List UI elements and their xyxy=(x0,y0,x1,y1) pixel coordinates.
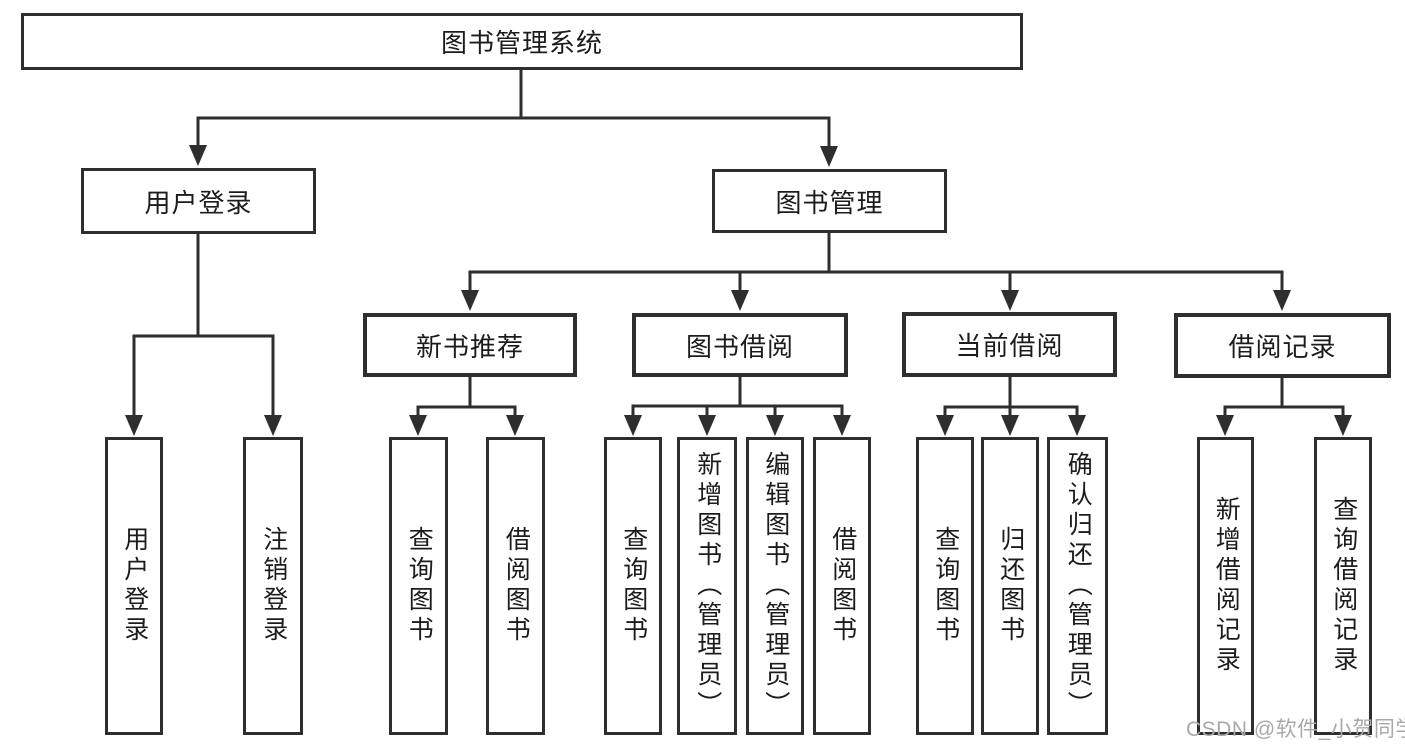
leaf-label: 查询图书 xyxy=(619,526,648,646)
leaf-add-borrow-record: 新增借阅记录 xyxy=(1197,437,1254,735)
node-label: 当前借阅 xyxy=(955,331,1064,361)
node-book-management: 图书管理 xyxy=(712,169,947,233)
node-label: 图书借阅 xyxy=(685,331,794,362)
leaf-label: 新增借阅记录 xyxy=(1212,496,1241,676)
leaf-label: 归还图书 xyxy=(996,526,1025,646)
node-new-book-recommendation: 新书推荐 xyxy=(363,313,577,377)
node-label: 图书管理系统 xyxy=(440,28,603,58)
leaf-label: 查询图书 xyxy=(405,526,434,646)
leaf-user-login: 用户登录 xyxy=(105,437,163,735)
leaf-label: 注销登录 xyxy=(259,526,288,646)
connector-lines xyxy=(132,67,1345,423)
node-current-borrowing: 当前借阅 xyxy=(902,312,1117,377)
leaf-query-books: 查询图书 xyxy=(389,437,448,735)
node-label: 图书管理 xyxy=(775,187,884,218)
leaf-label: 编辑图书（管理员） xyxy=(761,451,790,721)
leaf-borrow-books: 借阅图书 xyxy=(486,437,545,735)
arrowhead-icons xyxy=(125,145,1352,436)
node-library-system: 图书管理系统 xyxy=(21,13,1023,70)
leaf-label: 借阅图书 xyxy=(502,526,531,646)
leaf-logout: 注销登录 xyxy=(243,437,303,735)
leaf-label: 确认归还（管理员） xyxy=(1064,451,1093,721)
leaf-query-books: 查询图书 xyxy=(604,437,662,735)
leaf-add-books-admin: 新增图书（管理员） xyxy=(677,437,737,735)
leaf-query-borrow-record: 查询借阅记录 xyxy=(1314,437,1372,735)
node-label: 借阅记录 xyxy=(1228,332,1337,362)
leaf-borrow-books: 借阅图书 xyxy=(813,437,871,735)
watermark: CSDN @软件_小贺同学 xyxy=(1186,718,1405,741)
node-label: 新书推荐 xyxy=(415,331,524,362)
leaf-return-books: 归还图书 xyxy=(981,437,1039,735)
node-book-borrowing: 图书借阅 xyxy=(632,313,848,377)
leaf-label: 借阅图书 xyxy=(828,526,857,646)
leaf-label: 查询借阅记录 xyxy=(1329,496,1358,676)
leaf-query-books: 查询图书 xyxy=(916,437,974,735)
leaf-edit-books-admin: 编辑图书（管理员） xyxy=(746,437,804,735)
leaf-label: 查询图书 xyxy=(931,526,960,646)
node-borrowing-records: 借阅记录 xyxy=(1174,313,1391,378)
leaf-label: 用户登录 xyxy=(120,526,149,646)
node-user-login: 用户登录 xyxy=(81,168,316,234)
leaf-label: 新增图书（管理员） xyxy=(693,451,722,721)
leaf-confirm-return-admin: 确认归还（管理员） xyxy=(1047,437,1108,735)
node-label: 用户登录 xyxy=(144,187,253,218)
